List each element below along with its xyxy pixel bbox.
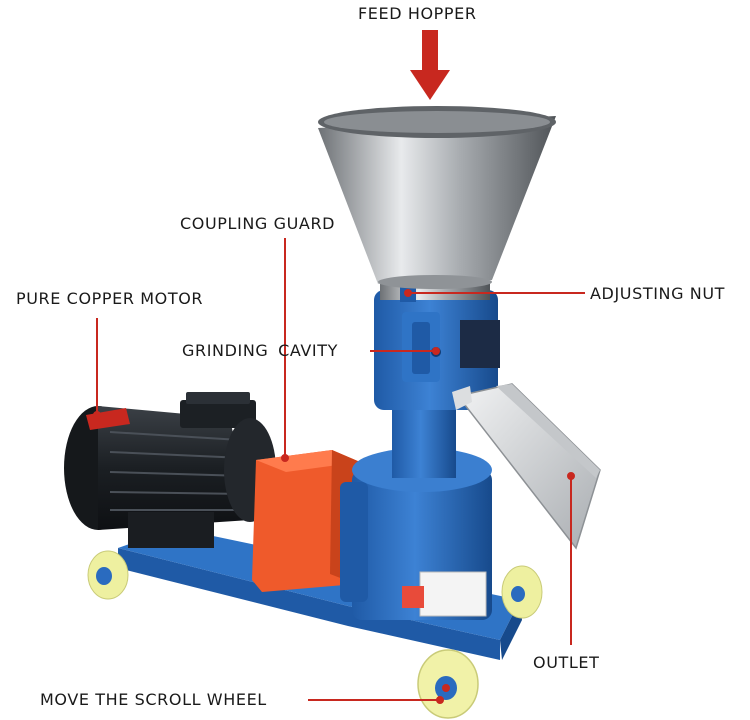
leader-lines [93,238,585,704]
label-outlet: OUTLET [533,653,600,672]
label-move-scroll-wheel: MOVE THE SCROLL WHEEL [40,690,267,709]
label-adjusting-nut: ADJUSTING NUT [590,284,726,303]
label-coupling-guard: COUPLING GUARD [180,214,336,233]
label-grinding-cavity: GRINDING CAVITY [182,341,338,360]
label-pure-copper-motor: PURE COPPER MOTOR [16,289,204,308]
feed-hopper [318,106,556,289]
pure-copper-motor [64,392,276,548]
outlet-chute [452,383,601,550]
feed-hopper-arrow [410,30,450,100]
label-feed-hopper: FEED HOPPER [358,4,477,23]
main-column [392,408,456,478]
